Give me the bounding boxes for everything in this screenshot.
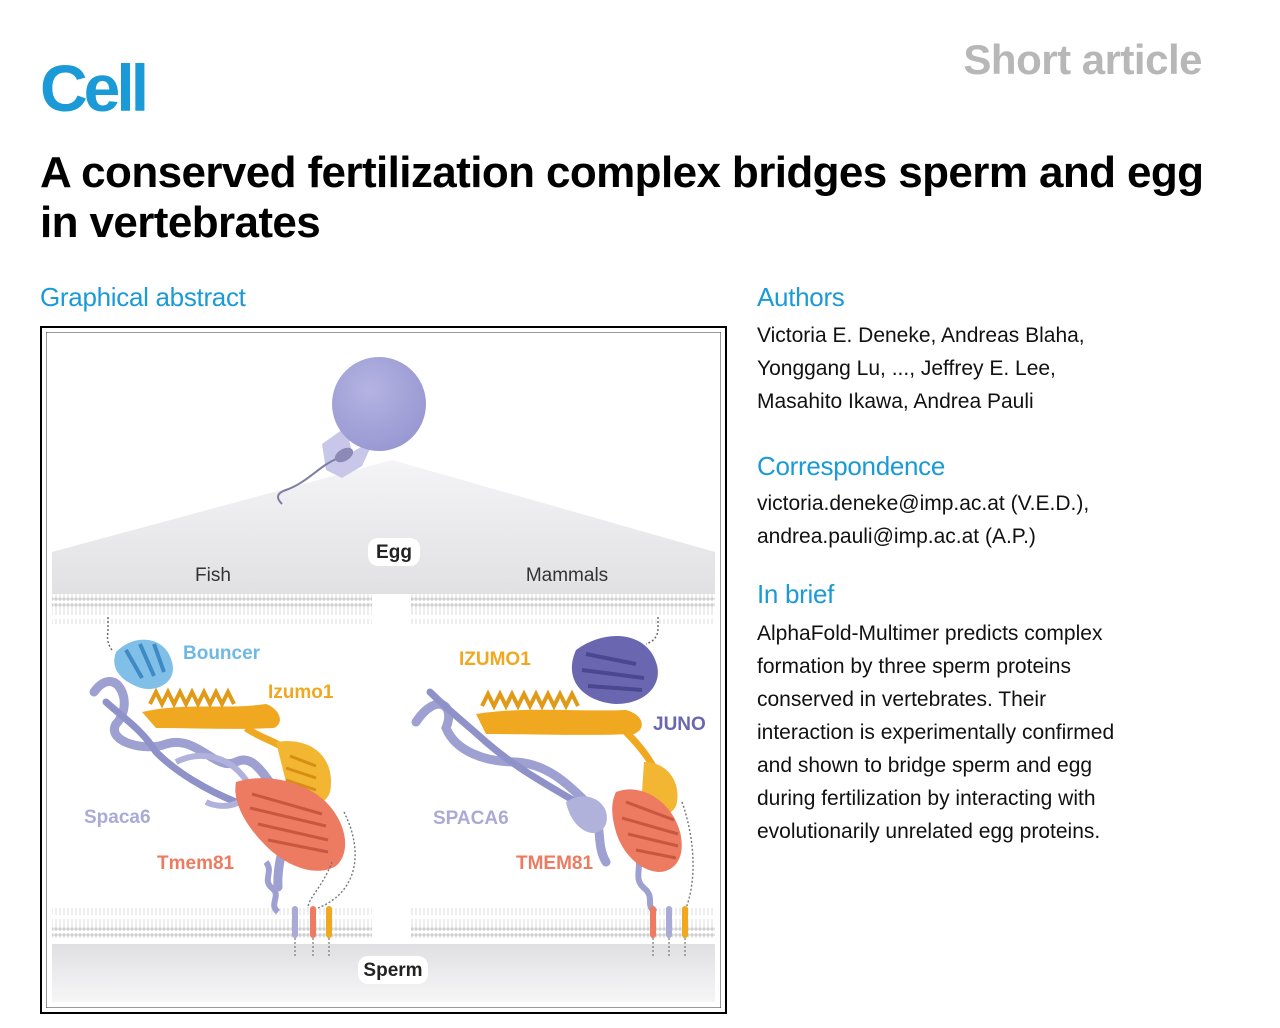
zoom-cone [52, 460, 715, 594]
juno-label: JUNO [653, 714, 706, 735]
correspondence-heading: Correspondence [757, 451, 946, 481]
egg-membrane-fish [52, 594, 372, 624]
graphical-abstract-heading: Graphical abstract [40, 282, 246, 312]
in-brief-line: evolutionarily unrelated egg proteins. [757, 820, 1101, 843]
authors-line: Victoria E. Deneke, Andreas Blaha, [757, 324, 1085, 347]
spaca6-structure-mammal [411, 688, 658, 915]
correspondence-email-link[interactable]: andrea.pauli@imp.ac.at (A.P.) [757, 525, 1036, 548]
mammal-complex [411, 617, 694, 956]
fish-complex [89, 617, 356, 956]
in-brief-summary: AlphaFold-Multimer predicts complex form… [757, 617, 1227, 848]
tmem81-structure-mammal [612, 789, 682, 872]
in-brief-heading: In brief [757, 579, 835, 609]
bouncer-structure [114, 639, 174, 690]
in-brief-line: formation by three sperm proteins [757, 655, 1071, 678]
spaca6-label-mammal: SPACA6 [433, 808, 509, 829]
in-brief-line: interaction is experimentally confirmed [757, 721, 1115, 744]
graphical-abstract-svg: Egg Fish Mammals Sperm [46, 332, 721, 1008]
tmem81-structure-fish [235, 778, 346, 871]
authors-line: Masahito Ikawa, Andrea Pauli [757, 390, 1034, 413]
spaca6-label-fish: Spaca6 [84, 807, 151, 828]
article-title: A conserved fertilization complex bridge… [40, 148, 1204, 247]
sperm-membrane-mammal [411, 908, 715, 938]
authors-list: Victoria E. Deneke, Andreas Blaha, Yongg… [757, 319, 1227, 418]
mammals-label: Mammals [526, 565, 608, 586]
authors-heading: Authors [757, 282, 845, 312]
izumo1-label-mammal: IZUMO1 [459, 649, 531, 670]
in-brief-line: and shown to bridge sperm and egg [757, 754, 1093, 777]
tmem81-label-mammal: TMEM81 [516, 853, 594, 874]
sperm-label: Sperm [363, 960, 422, 981]
izumo1-label-fish: Izumo1 [268, 682, 334, 703]
tmem81-label-fish: Tmem81 [157, 853, 235, 874]
egg-label: Egg [376, 542, 412, 563]
authors-line: Yonggang Lu, ..., Jeffrey E. Lee, [757, 357, 1056, 380]
egg-membrane-mammal [411, 594, 715, 624]
graphical-abstract-figure: Egg Fish Mammals Sperm [40, 326, 727, 1014]
juno-structure [571, 636, 658, 704]
sperm-cell [277, 447, 354, 505]
bouncer-label: Bouncer [183, 643, 261, 664]
sperm-membrane-fish [52, 908, 372, 938]
in-brief-line: conserved in vertebrates. Their [757, 688, 1047, 711]
journal-logo: Cell [40, 51, 149, 125]
fish-label: Fish [195, 565, 231, 586]
article-type: Short article [963, 36, 1202, 83]
correspondence-emails: victoria.deneke@imp.ac.at (V.E.D.), andr… [757, 487, 1227, 553]
in-brief-line: AlphaFold-Multimer predicts complex [757, 622, 1103, 645]
correspondence-email-link[interactable]: victoria.deneke@imp.ac.at (V.E.D.), [757, 492, 1090, 515]
in-brief-line: during fertilization by interacting with [757, 787, 1096, 810]
